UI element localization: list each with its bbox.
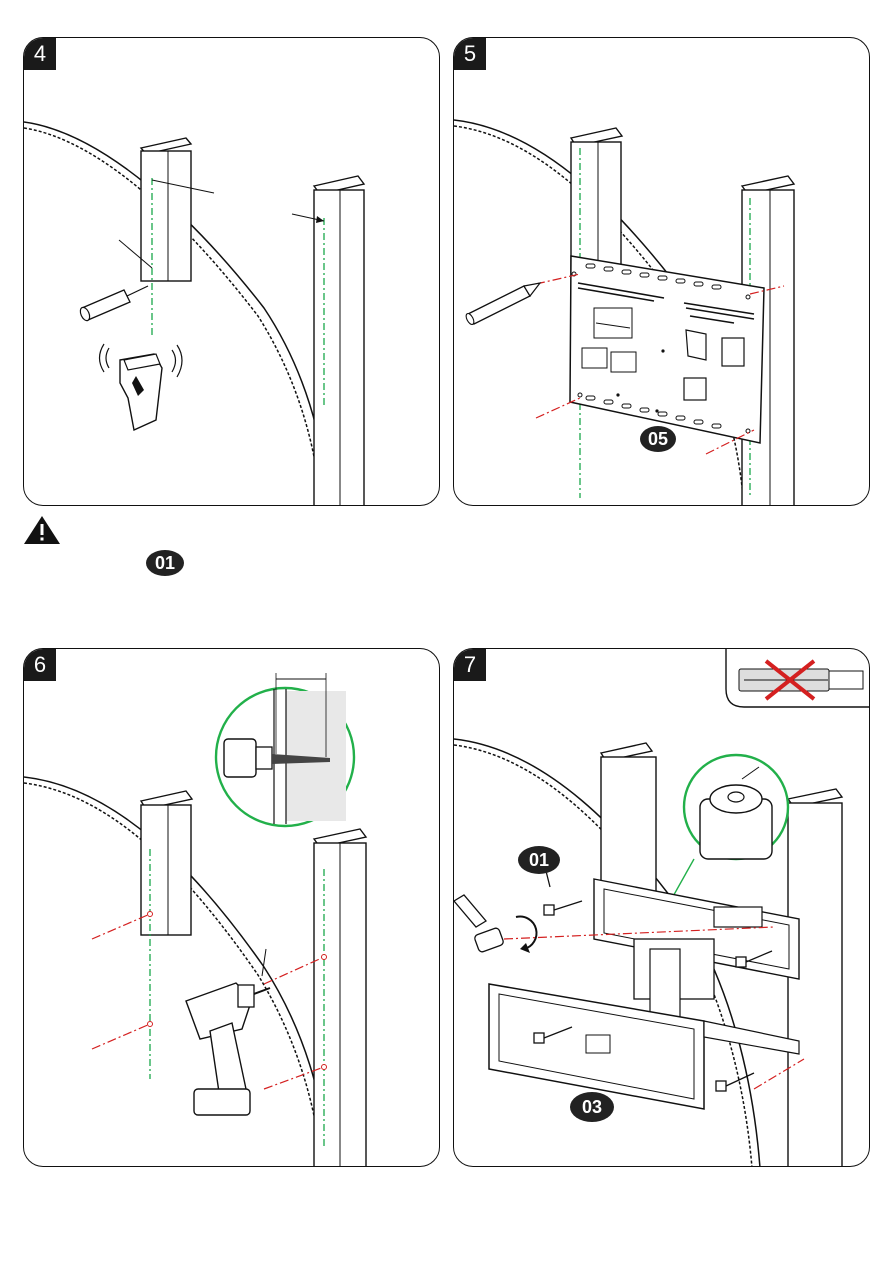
left-stud: [571, 128, 622, 272]
right-stud: [314, 176, 364, 506]
pencil-icon: [78, 286, 148, 322]
socket-wrench-icon: [454, 895, 537, 953]
step-6-panel: 6: [23, 648, 440, 1167]
step-5-panel: 5: [453, 37, 870, 506]
right-stud: [314, 829, 366, 1167]
part-01-label: 01: [518, 846, 560, 874]
warning-part-01-label: 01: [146, 550, 184, 576]
stud-finder-icon: [100, 344, 183, 430]
step-7-illustration: [454, 649, 870, 1167]
wall-mount: [489, 879, 799, 1109]
wall-template: [570, 256, 764, 443]
drill-depth-detail: [216, 673, 354, 826]
no-wall-anchor-inset: [726, 649, 870, 707]
step-6-illustration: [24, 649, 440, 1167]
warning-note: [22, 514, 62, 551]
pencil-icon: [465, 283, 540, 326]
left-stud: [141, 138, 191, 281]
part-05-label: 05: [640, 426, 676, 452]
step-4-panel: 4: [23, 37, 440, 506]
part-03-label: 03: [570, 1092, 614, 1122]
step-7-panel: 7: [453, 648, 870, 1167]
warning-icon: [22, 514, 62, 546]
step-4-illustration: [24, 38, 440, 506]
